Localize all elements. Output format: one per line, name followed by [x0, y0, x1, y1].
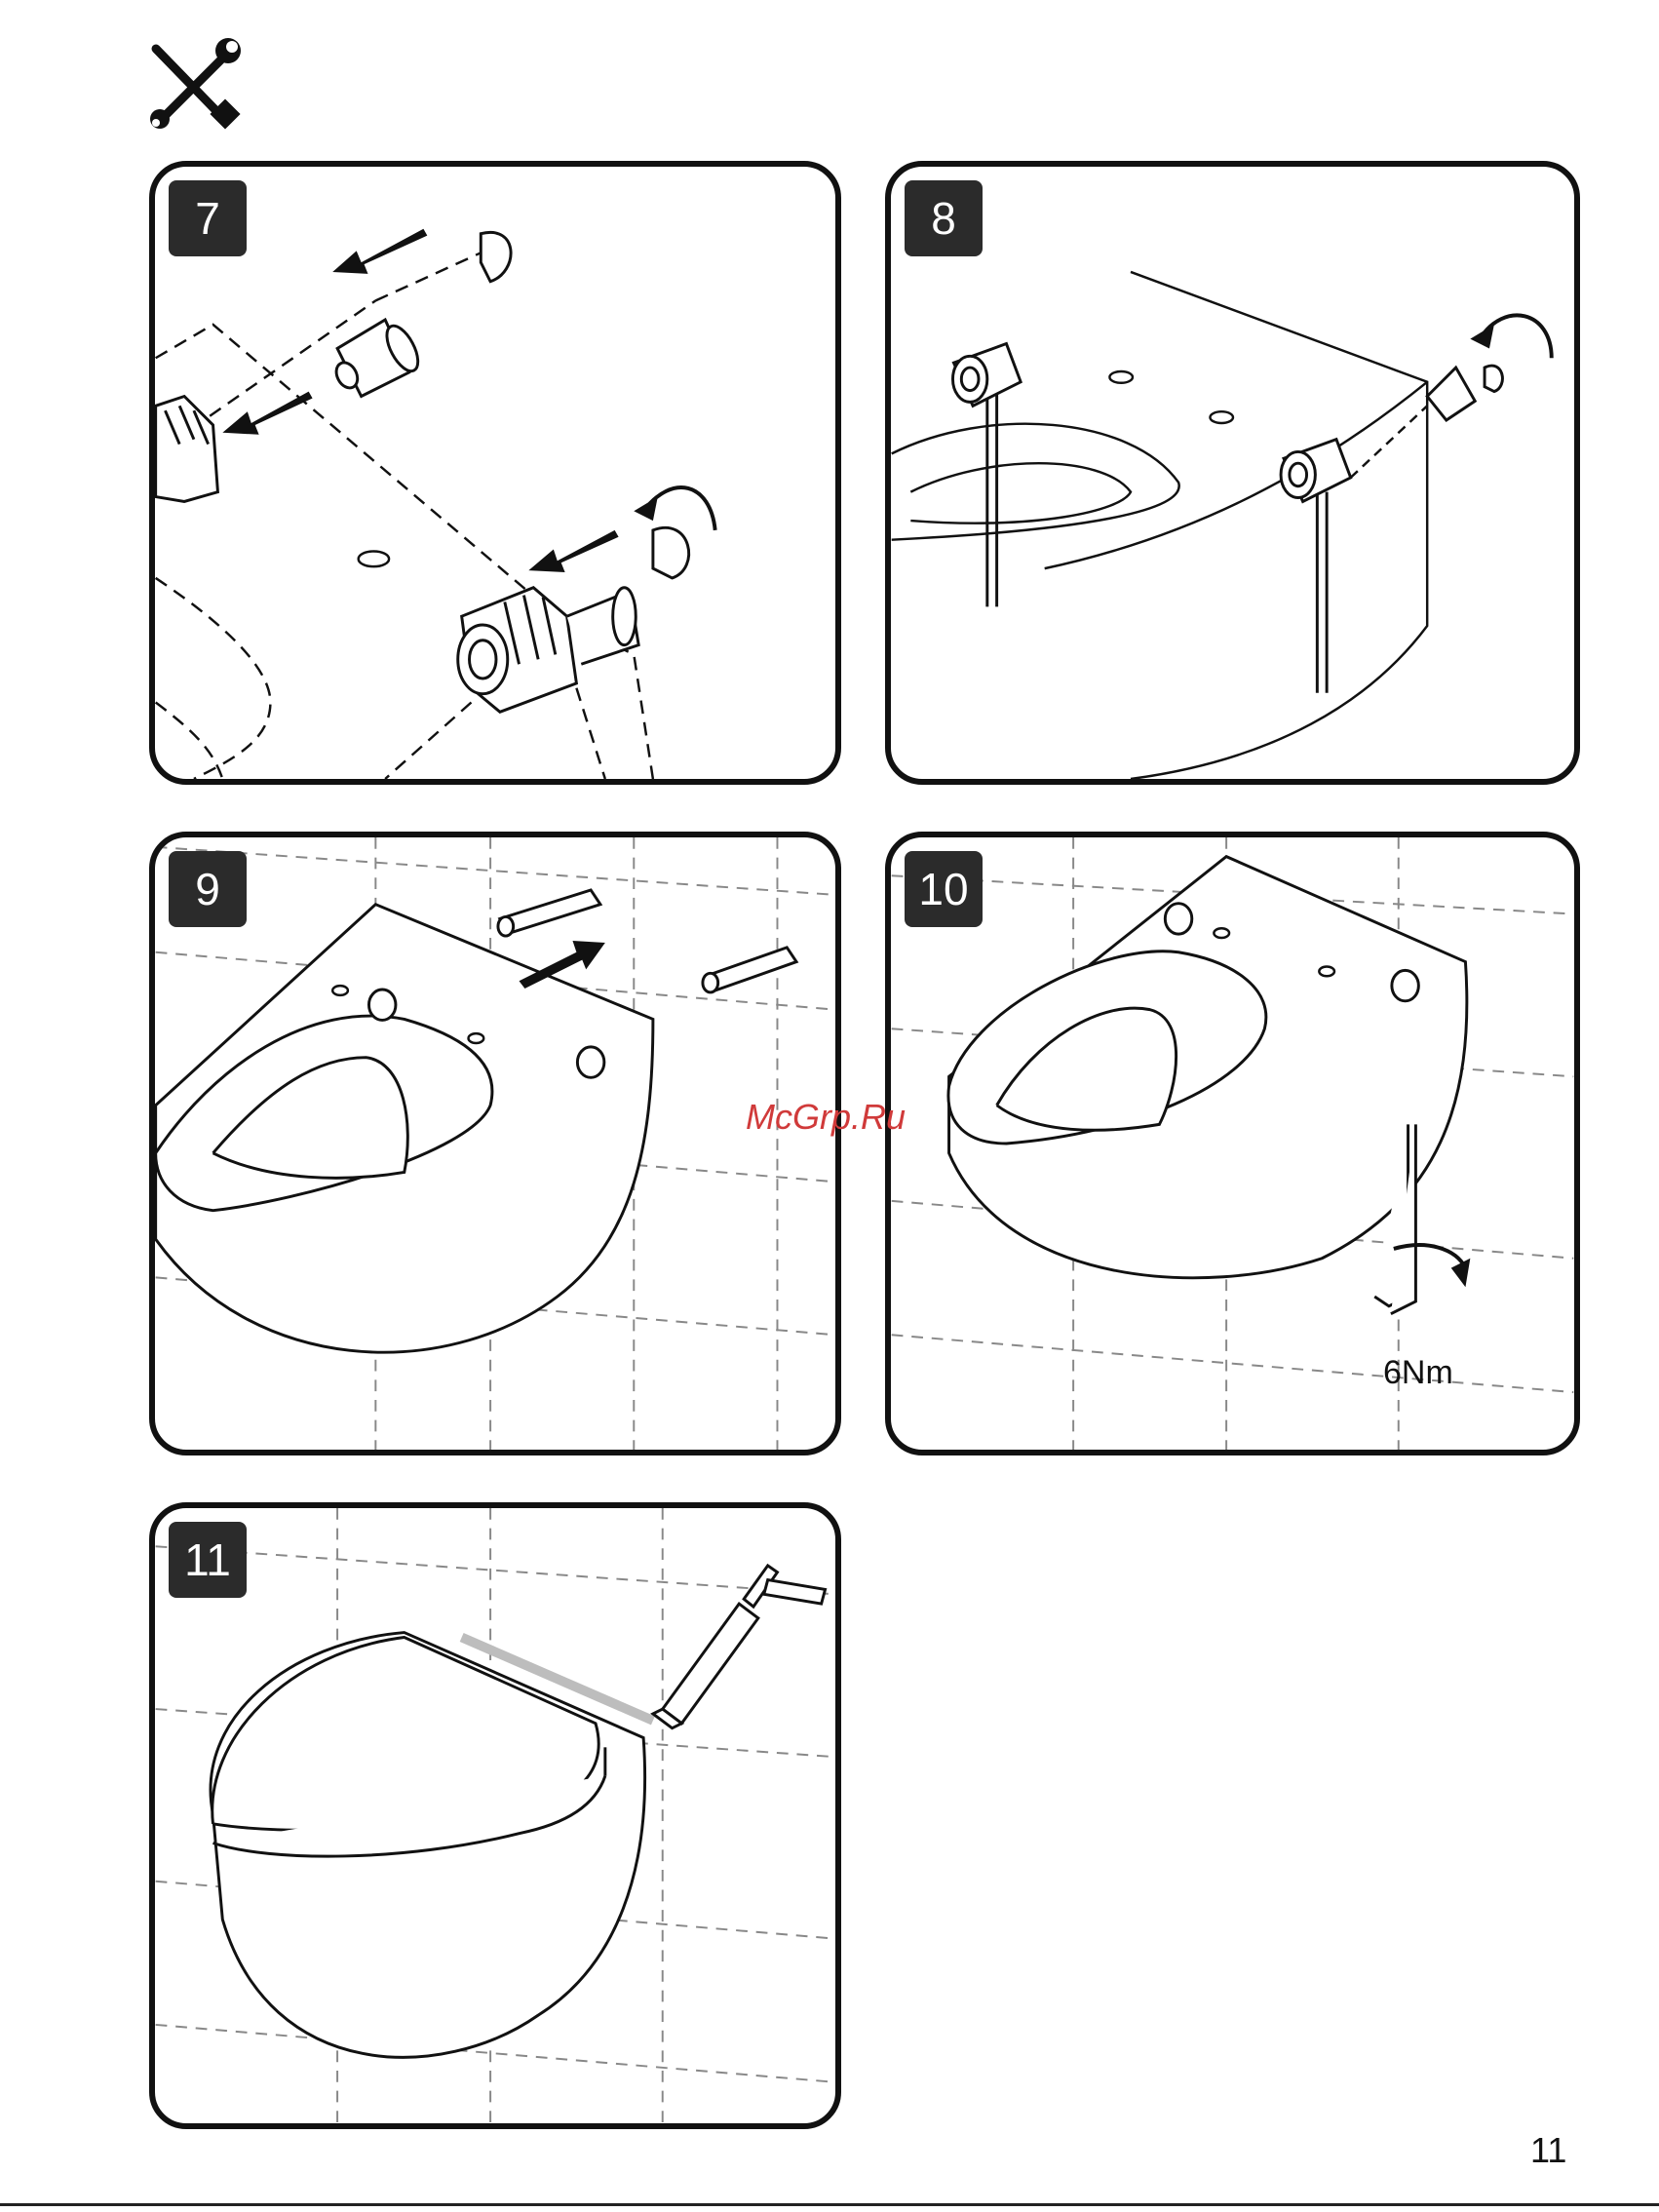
step-number-badge: 8 [905, 180, 983, 256]
page-number: 11 [1530, 2130, 1566, 2171]
step-8-illustration [891, 167, 1574, 779]
torque-value: 6Nm [1383, 1354, 1453, 1392]
step-11-panel: 11 [149, 1502, 841, 2129]
watermark: McGrp.Ru [746, 1097, 906, 1138]
step-7-panel: 7 [149, 161, 841, 785]
step-11-illustration [155, 1508, 835, 2123]
step-7-illustration [155, 167, 835, 779]
step-9-panel: 9 [149, 832, 841, 1455]
step-number-badge: 7 [169, 180, 247, 256]
step-8-panel: 8 [885, 161, 1580, 785]
step-number-badge: 11 [169, 1522, 247, 1598]
step-10-panel: 10 6Nm [885, 832, 1580, 1455]
step-number-badge: 9 [169, 851, 247, 927]
wrench-screwdriver-icon [144, 37, 242, 131]
bottom-divider [0, 2203, 1659, 2206]
step-10-illustration [891, 837, 1574, 1450]
step-9-illustration [155, 837, 835, 1450]
step-number-badge: 10 [905, 851, 983, 927]
